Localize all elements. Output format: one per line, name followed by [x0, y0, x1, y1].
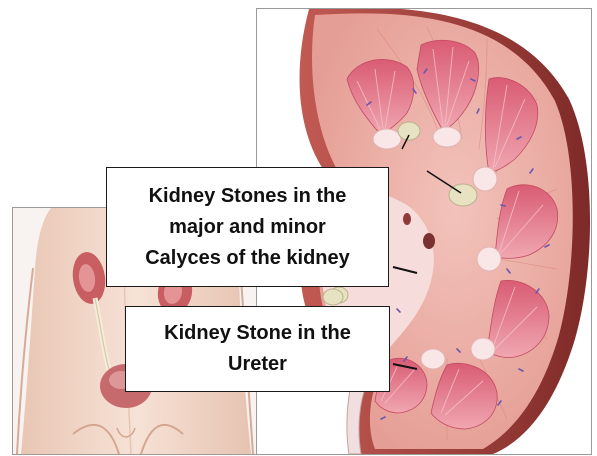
label-calyces-line-2: major and minor — [145, 212, 350, 243]
label-calyces-line-3: Calyces of the kidney — [145, 243, 350, 274]
label-ureter-line-1: Kidney Stone in the — [164, 318, 351, 349]
label-calyces-stones: Kidney Stones in the major and minor Cal… — [106, 167, 389, 287]
label-ureter-line-2: Ureter — [164, 349, 351, 380]
label-calyces-line-1: Kidney Stones in the — [145, 181, 350, 212]
label-ureter-stone: Kidney Stone in the Ureter — [125, 306, 390, 392]
